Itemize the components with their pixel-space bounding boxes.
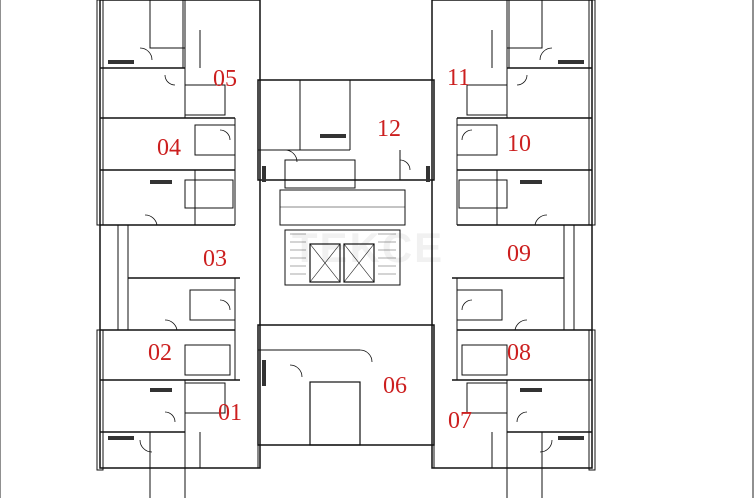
unit-labels: 01 02 03 04 05 06 07 08 09 10 11 12 [148, 65, 531, 434]
watermark-logo: TEKCE [292, 224, 444, 271]
right-balcony-hatches [520, 60, 584, 440]
right-wing [431, 0, 596, 498]
unit-label-02: 02 [148, 340, 172, 366]
unit-label-11: 11 [447, 65, 470, 91]
unit-label-07: 07 [448, 408, 472, 434]
centre-core [257, 79, 435, 468]
core-hatches [262, 134, 430, 386]
unit-label-03: 03 [203, 246, 227, 272]
unit-label-05: 05 [213, 66, 237, 92]
unit-label-09: 09 [507, 241, 531, 267]
left-balcony-hatches [108, 60, 172, 440]
unit-label-04: 04 [157, 135, 181, 161]
unit-label-06: 06 [383, 373, 407, 399]
left-wing [96, 0, 261, 498]
stair-treads [290, 233, 396, 275]
unit-label-10: 10 [507, 131, 531, 157]
unit-label-08: 08 [507, 340, 531, 366]
unit-label-01: 01 [218, 400, 242, 426]
unit-label-12: 12 [377, 116, 401, 142]
